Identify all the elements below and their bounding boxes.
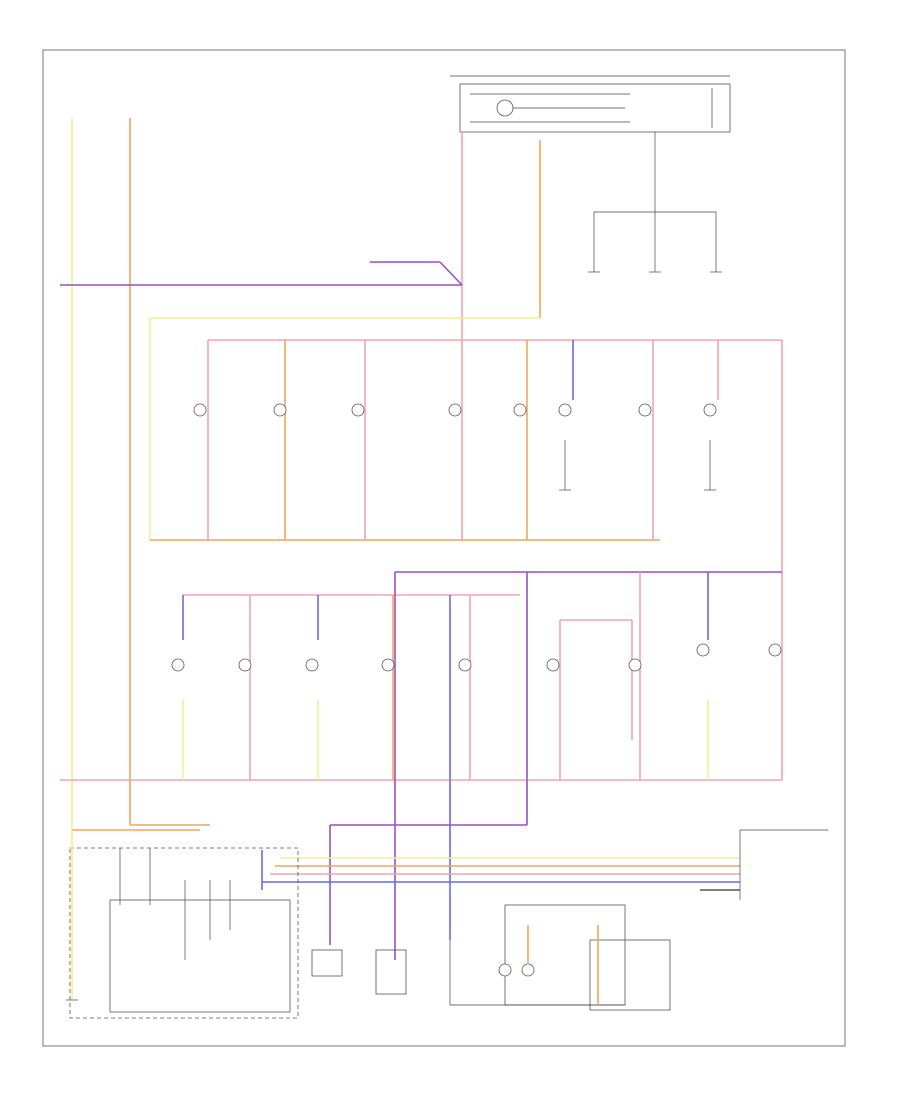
bottom-left-control-unit — [66, 830, 299, 1019]
upper-lamp-row — [150, 339, 783, 780]
bottom-right-harness — [262, 829, 828, 900]
ground-distribution — [588, 132, 722, 273]
diagram-frame — [42, 49, 846, 1047]
bottom-center-switches — [311, 904, 671, 1011]
lower-switch-row — [60, 571, 782, 960]
main-feed-wires — [60, 118, 541, 831]
instrument-cluster-module — [450, 75, 731, 133]
